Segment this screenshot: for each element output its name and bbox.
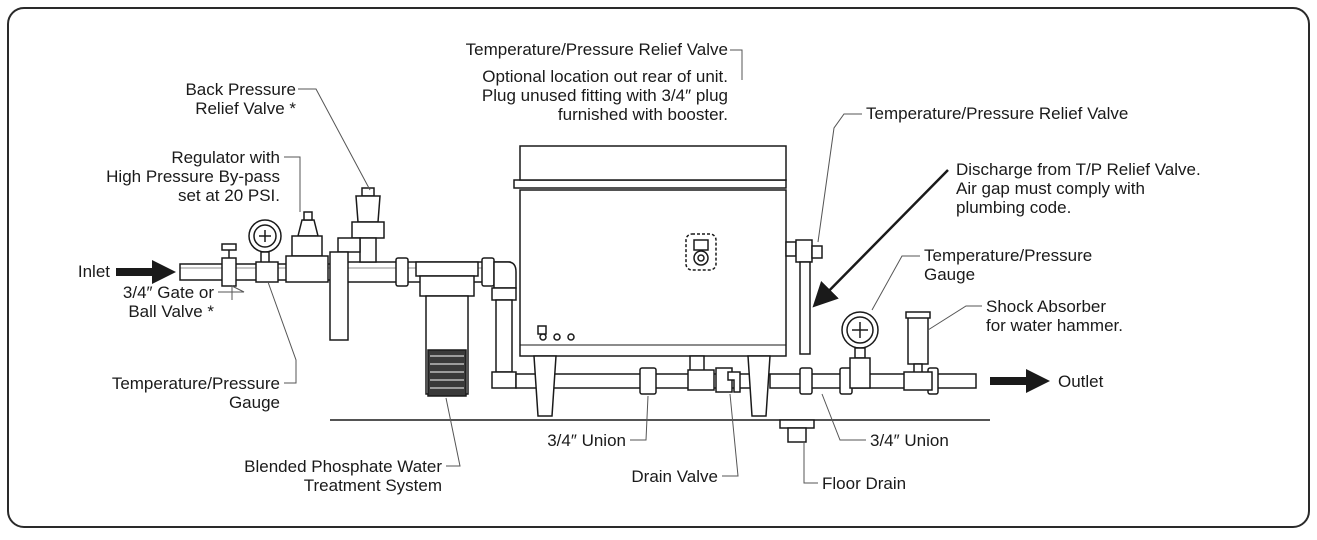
label-union-right: 3/4″ Union (870, 431, 1030, 450)
label-gate-valve: 3/4″ Gate or Ball Valve * (60, 283, 214, 321)
right-gauge (841, 311, 879, 389)
label-line: Gauge (228, 393, 280, 412)
rear-relief-fitting (685, 233, 717, 271)
inlet-arrow (116, 260, 176, 284)
back-pressure-valve (329, 187, 385, 341)
label-line: Optional location out rear of unit. (482, 67, 728, 86)
label-line: Air gap must comply with (956, 179, 1145, 198)
inlet-unions (395, 257, 495, 287)
booster-tank (513, 145, 787, 357)
label-shock: Shock Absorber for water hammer. (986, 297, 1246, 335)
label-tp-relief-top: Temperature/Pressure Relief Valve (370, 40, 728, 59)
label-line: Relief Valve * (195, 99, 296, 118)
label-line: High Pressure By-pass (106, 167, 280, 186)
label-tp-relief-note: Optional location out rear of unit. Plug… (380, 67, 728, 124)
label-tp-gauge-left: Temperature/Pressure Gauge (40, 374, 280, 412)
label-tp-gauge-right: Temperature/Pressure Gauge (924, 246, 1184, 284)
label-floor-drain: Floor Drain (822, 474, 982, 493)
label-line: Outlet (1058, 372, 1104, 391)
discharge-arrow (812, 169, 949, 308)
label-outlet: Outlet (1058, 372, 1158, 391)
label-line: Treatment System (303, 476, 442, 495)
label-line: set at 20 PSI. (177, 186, 280, 205)
label-line: for water hammer. (986, 316, 1123, 335)
label-line: Inlet (77, 262, 110, 281)
phosphate-filter (415, 261, 479, 397)
label-back-pressure: Back Pressure Relief Valve * (110, 80, 296, 118)
leader-lines (218, 49, 982, 484)
label-tp-relief-right: Temperature/Pressure Relief Valve (866, 104, 1266, 123)
gate-valve (221, 243, 237, 287)
label-discharge: Discharge from T/P Relief Valve. Air gap… (956, 160, 1296, 217)
label-line: plumbing code. (956, 198, 1072, 217)
label-line: Plug unused fitting with 3/4″ plug (481, 86, 728, 105)
label-line: Gauge (924, 265, 976, 284)
left-gauge (248, 219, 282, 283)
label-inlet: Inlet (40, 262, 110, 281)
label-line: 3/4″ Union (547, 431, 626, 450)
label-union-left: 3/4″ Union (500, 431, 626, 450)
label-phosphate: Blended Phosphate Water Treatment System (160, 457, 442, 495)
label-line: Blended Phosphate Water (244, 457, 442, 476)
floor-drain (779, 419, 815, 443)
label-line: Discharge from T/P Relief Valve. (956, 160, 1201, 179)
label-line: Ball Valve * (128, 302, 214, 321)
tank-legs (533, 355, 771, 417)
outlet-pipe (769, 367, 977, 395)
label-line: Shock Absorber (986, 297, 1107, 316)
label-line: Floor Drain (822, 474, 907, 493)
label-line: Temperature/Pressure (924, 246, 1093, 265)
label-line: Regulator with (171, 148, 280, 167)
label-line: 3/4″ Union (870, 431, 949, 450)
right-relief-valve (785, 239, 823, 355)
label-regulator: Regulator with High Pressure By-pass set… (40, 148, 280, 205)
label-line: Temperature/Pressure (111, 374, 280, 393)
label-line: Temperature/Pressure Relief Valve (866, 104, 1129, 123)
drain-valve (639, 355, 741, 395)
label-line: furnished with booster. (557, 105, 728, 124)
label-line: Temperature/Pressure Relief Valve (465, 40, 728, 59)
regulator (285, 211, 329, 283)
outlet-arrow (990, 369, 1050, 393)
label-line: Back Pressure (185, 80, 296, 99)
label-line: Drain Valve (631, 467, 718, 486)
label-drain-valve: Drain Valve (560, 467, 718, 486)
shock-absorber (903, 311, 933, 391)
diagram-frame (7, 7, 1310, 528)
label-line: 3/4″ Gate or (122, 283, 214, 302)
